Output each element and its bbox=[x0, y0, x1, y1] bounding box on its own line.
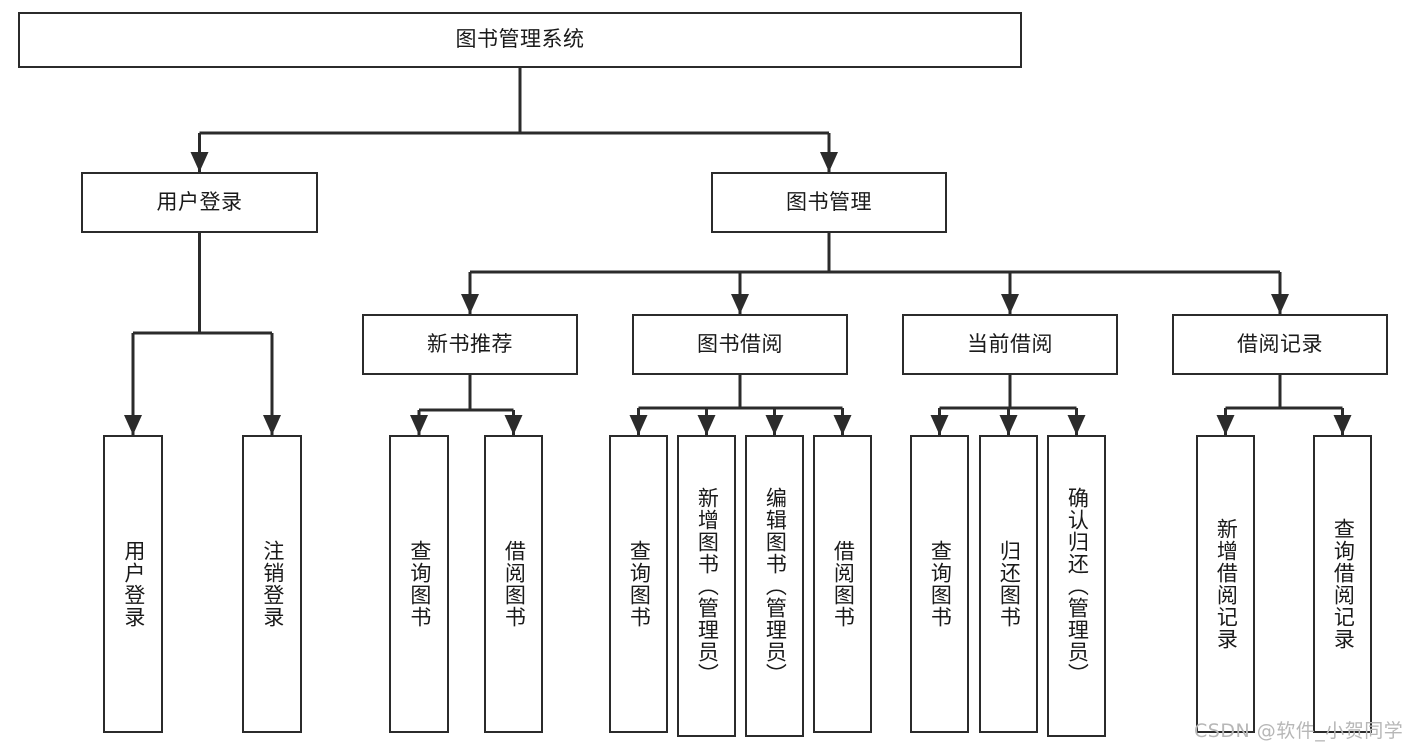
node-label-l3: 查询图书 bbox=[407, 540, 432, 628]
node-label-bookmgmt: 图书管理 bbox=[786, 189, 872, 214]
node-box-login: 用户登录 bbox=[81, 172, 318, 233]
node-label-l10: 归还图书 bbox=[997, 540, 1022, 628]
node-label-borrow: 图书借阅 bbox=[697, 331, 783, 356]
node-label-l13: 查询借阅记录 bbox=[1331, 518, 1356, 650]
arrowhead-bookmgmt-newrec bbox=[461, 294, 479, 314]
node-box-current: 当前借阅 bbox=[902, 314, 1118, 375]
node-label-l5: 查询图书 bbox=[627, 540, 652, 628]
node-box-borrow: 图书借阅 bbox=[632, 314, 848, 375]
node-box-l10: 归还图书 bbox=[979, 435, 1038, 733]
node-label-current: 当前借阅 bbox=[967, 331, 1053, 356]
arrowhead-current-l9 bbox=[930, 415, 949, 435]
node-box-l1: 用户登录 bbox=[103, 435, 163, 733]
node-box-l13: 查询借阅记录 bbox=[1313, 435, 1372, 733]
arrowhead-newrec-l3 bbox=[410, 415, 428, 435]
node-label-l12: 新增借阅记录 bbox=[1214, 518, 1239, 650]
node-label-l1: 用户登录 bbox=[121, 540, 146, 628]
arrowhead-borrow-l7 bbox=[765, 415, 784, 435]
arrowhead-login-l1 bbox=[124, 415, 142, 435]
node-label-l11: 确认归还（管理员） bbox=[1065, 487, 1090, 685]
node-box-records: 借阅记录 bbox=[1172, 314, 1388, 375]
arrowhead-bookmgmt-current bbox=[1001, 294, 1019, 314]
node-box-l6: 新增图书（管理员） bbox=[677, 435, 736, 737]
node-box-newrec: 新书推荐 bbox=[362, 314, 578, 375]
node-box-root: 图书管理系统 bbox=[18, 12, 1022, 68]
node-label-l4: 借阅图书 bbox=[502, 540, 527, 628]
node-label-l7: 编辑图书（管理员） bbox=[763, 487, 788, 685]
node-box-l9: 查询图书 bbox=[910, 435, 969, 733]
node-box-l12: 新增借阅记录 bbox=[1196, 435, 1255, 733]
arrowhead-root-login bbox=[190, 152, 209, 172]
node-box-l11: 确认归还（管理员） bbox=[1047, 435, 1106, 737]
arrowhead-root-bookmgmt bbox=[820, 152, 838, 172]
arrowhead-borrow-l5 bbox=[629, 415, 648, 435]
arrowhead-records-l13 bbox=[1333, 415, 1352, 435]
arrowhead-bookmgmt-borrow bbox=[731, 294, 749, 314]
node-label-login: 用户登录 bbox=[156, 189, 243, 214]
arrowhead-current-l11 bbox=[1067, 415, 1086, 435]
node-box-l3: 查询图书 bbox=[389, 435, 449, 733]
node-label-l9: 查询图书 bbox=[928, 540, 953, 628]
node-box-l2: 注销登录 bbox=[242, 435, 302, 733]
arrowhead-current-l10 bbox=[999, 415, 1018, 435]
node-label-l6: 新增图书（管理员） bbox=[695, 487, 720, 685]
arrowhead-borrow-l8 bbox=[833, 415, 852, 435]
node-box-bookmgmt: 图书管理 bbox=[711, 172, 947, 233]
node-label-l2: 注销登录 bbox=[260, 540, 285, 628]
node-label-root: 图书管理系统 bbox=[455, 27, 585, 52]
arrowhead-records-l12 bbox=[1216, 415, 1235, 435]
node-box-l7: 编辑图书（管理员） bbox=[745, 435, 804, 737]
arrowhead-borrow-l6 bbox=[697, 415, 716, 435]
node-box-l8: 借阅图书 bbox=[813, 435, 872, 733]
arrowhead-newrec-l4 bbox=[504, 415, 523, 435]
node-label-l8: 借阅图书 bbox=[831, 540, 856, 628]
node-label-newrec: 新书推荐 bbox=[427, 331, 513, 356]
node-box-l5: 查询图书 bbox=[609, 435, 668, 733]
node-label-records: 借阅记录 bbox=[1237, 331, 1323, 356]
node-box-l4: 借阅图书 bbox=[484, 435, 543, 733]
arrowhead-login-l2 bbox=[263, 415, 281, 435]
arrowhead-bookmgmt-records bbox=[1271, 294, 1289, 314]
